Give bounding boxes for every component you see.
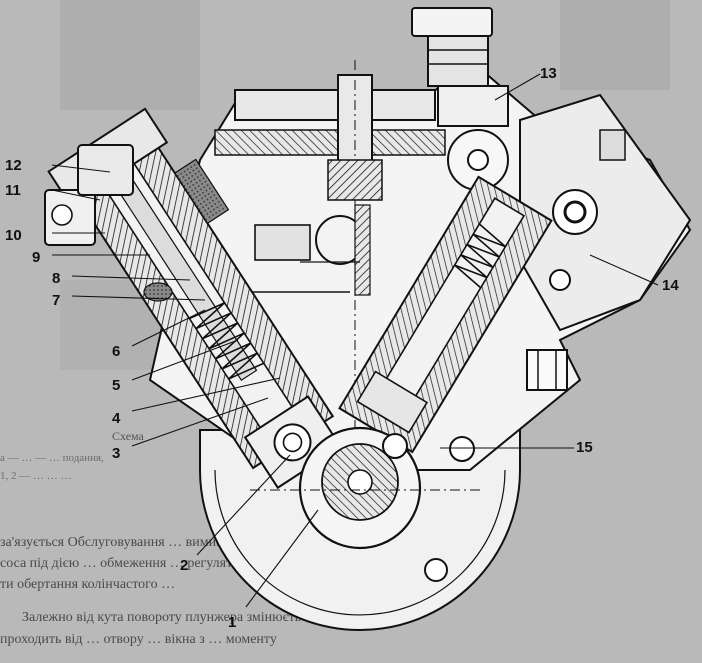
- callout-7: 7: [52, 292, 60, 309]
- right-plunger-assembly: [338, 175, 553, 454]
- callout-14: 14: [662, 277, 679, 294]
- camshaft: [250, 426, 480, 582]
- callout-12: 12: [5, 157, 22, 174]
- callout-5: 5: [112, 377, 120, 394]
- body-text-line-3: ти обертання колінчастого …: [0, 577, 176, 592]
- callout-8: 8: [52, 270, 60, 287]
- leader-lines: [51, 73, 659, 608]
- body-text-line-5: проходить від … отвору … вікна з … момен…: [0, 632, 277, 647]
- callout-labels: 1 2 3 4 5 6 7 8 9 10 11 12 13 14 15: [5, 65, 679, 631]
- callout-2: 2: [180, 557, 188, 574]
- bracket-right: [526, 349, 568, 391]
- right-side-housing: [519, 93, 692, 332]
- legend-line-2: 1, 2 — … … …: [0, 470, 72, 482]
- top-adjuster-assembly: [411, 7, 509, 191]
- callout-10: 10: [5, 227, 22, 244]
- caption-fragment: Схема: [112, 429, 145, 443]
- callout-3: 3: [112, 445, 120, 462]
- callout-4: 4: [112, 410, 121, 427]
- callout-1: 1: [228, 614, 236, 631]
- callout-15: 15: [576, 439, 593, 456]
- callout-6: 6: [112, 343, 120, 360]
- callout-9: 9: [32, 249, 40, 266]
- central-governor: [230, 204, 371, 296]
- left-fittings: [44, 144, 173, 302]
- body-text-line-2: соса під дією … обмеження … регулятора ч…: [0, 556, 288, 571]
- top-cover: [214, 60, 446, 470]
- legend-line-1: а — … — … подання,: [0, 452, 104, 464]
- callout-13: 13: [540, 65, 557, 82]
- callout-11: 11: [5, 182, 21, 199]
